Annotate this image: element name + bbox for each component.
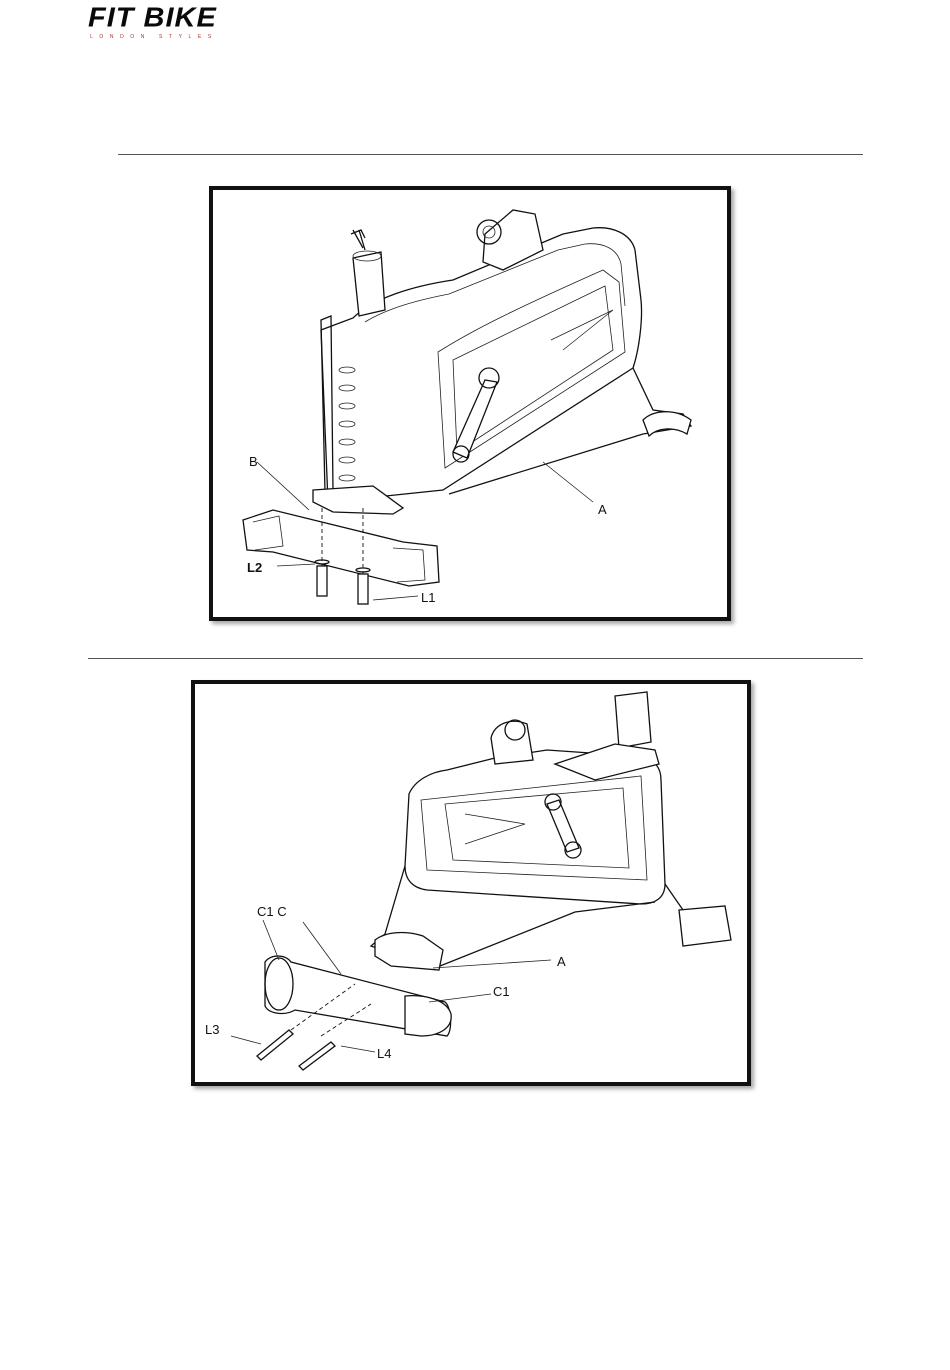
figure1-drawing: B A L2 L1 [213,190,727,617]
label-L2: L2 [247,560,262,575]
label-L4: L4 [377,1046,391,1061]
label-L3: L3 [205,1022,219,1037]
label-A: A [557,954,566,969]
label-C1-C: C1 C [257,904,287,919]
section-divider-middle [88,658,863,659]
figure2-drawing: C1 C A C1 L3 L4 [195,684,747,1082]
assembly-figure-rear-stabilizer: B A L2 L1 [209,186,731,621]
label-L1: L1 [421,590,435,605]
logo-tagline: LONDON STYLES [90,34,258,40]
label-C1: C1 [493,984,510,999]
assembly-figure-front-stabilizer: C1 C A C1 L3 L4 [191,680,751,1086]
logo-text: FIT BIKE [88,5,258,33]
brand-logo: FIT BIKE LONDON STYLES [88,4,258,40]
label-A: A [598,502,607,517]
label-B: B [249,454,258,469]
seat-adjustment-holes [339,367,355,481]
section-divider-top [118,154,863,155]
